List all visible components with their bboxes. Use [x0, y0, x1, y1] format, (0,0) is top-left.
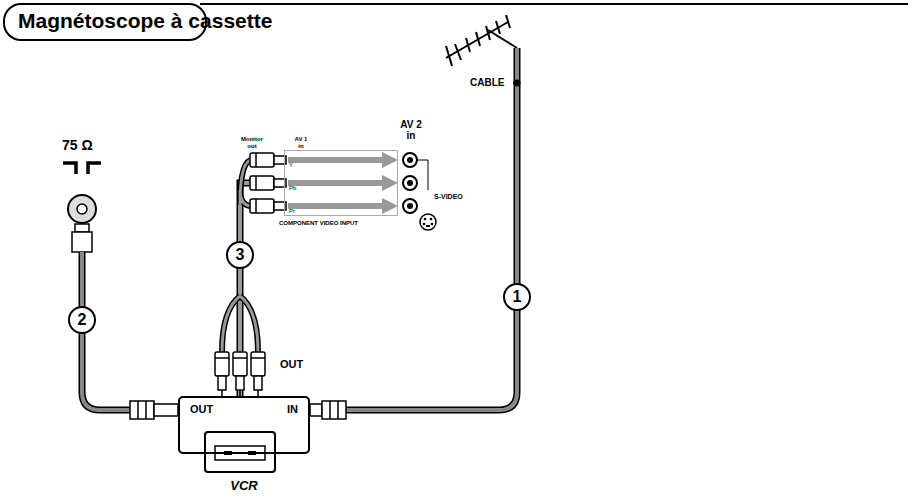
callout-number: 2: [68, 306, 96, 334]
title: Magnétoscope à cassette: [18, 9, 272, 33]
rca-plugs-vcr: [215, 352, 265, 396]
coax-plug: [75, 224, 89, 232]
callout-text: 2: [78, 312, 87, 328]
coax-plug-body: [72, 232, 92, 252]
leader-dot: [514, 80, 521, 87]
callout-text: 1: [513, 289, 522, 305]
rca-wires: [222, 296, 258, 352]
node-text: Pr: [289, 208, 295, 214]
output-label: OUT: [280, 358, 303, 370]
node-text: Y: [289, 162, 293, 168]
impedance-label: 75 Ω: [62, 137, 93, 153]
component-input-panel: YPbPrCOMPONENT VIDEO INPUT: [284, 150, 398, 216]
jack-label: AV 2 in: [395, 120, 427, 141]
cassette-slot: [205, 432, 275, 472]
jack-label: S-VIDEO: [434, 193, 463, 200]
antenna: [446, 15, 517, 66]
node-text: Pb: [289, 185, 296, 191]
av2-jacks: [403, 153, 417, 213]
antenna-socket: [68, 195, 96, 223]
callout-number: 1: [503, 283, 531, 311]
rca-plugs-panel: [250, 153, 286, 213]
vcr-coax-plugs: [130, 401, 346, 419]
svideo-jack: [420, 214, 436, 230]
antenna-socket-pin: [77, 204, 87, 214]
jack-label: AV 1 in: [292, 136, 310, 149]
vcr-box: OUTINVCR: [178, 396, 310, 454]
insert-arrows: [288, 152, 398, 214]
jack-label: Monitor out: [238, 136, 266, 149]
node-text: IN: [287, 403, 298, 415]
top-rule: [200, 3, 908, 5]
svideo-bracket: [418, 160, 428, 190]
callout-number: 3: [226, 241, 254, 269]
node-text: VCR: [180, 478, 308, 493]
node-text: OUT: [190, 403, 213, 415]
antenna-cable: [345, 48, 517, 410]
coax-symbol: [63, 163, 101, 174]
callout-text: 3: [236, 247, 245, 263]
node-text: COMPONENT VIDEO INPUT: [279, 220, 358, 226]
antenna-cable-core: [345, 48, 517, 410]
cable-label: CABLE: [470, 77, 504, 88]
rca-wires-core: [222, 296, 258, 352]
